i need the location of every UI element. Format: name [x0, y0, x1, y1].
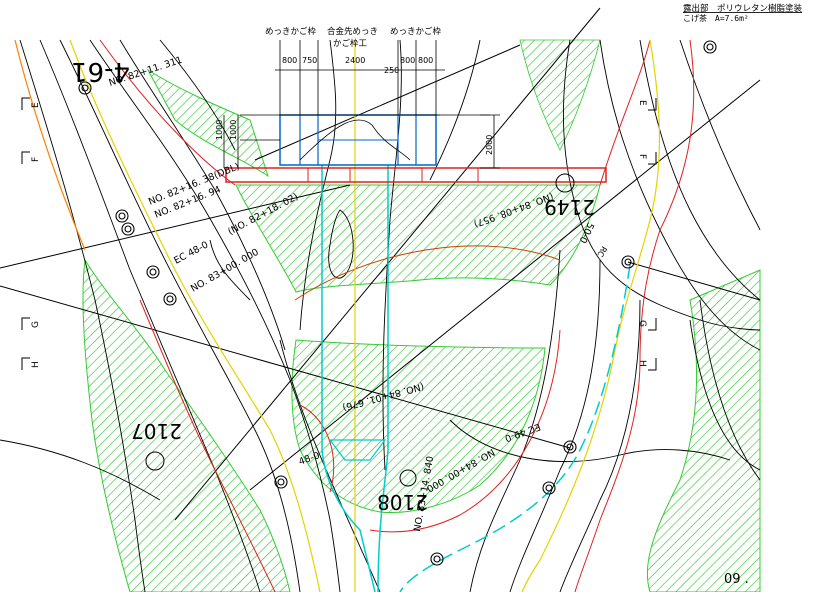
label-rc: RC: [595, 245, 608, 259]
orange-line: [14, 39, 86, 251]
alignment-lines: [0, 7, 761, 521]
section-f-right: F: [637, 154, 647, 159]
dim-800b: 800: [400, 56, 415, 65]
label-alloy: 合金先めっき: [327, 26, 378, 37]
hatch-right-lower: [646, 269, 761, 592]
section-e-right: E: [637, 100, 647, 106]
corner-label: 09 .: [724, 572, 749, 587]
section-g-right: G: [637, 320, 647, 327]
basket-structure: [225, 114, 607, 183]
dimension-lines: [223, 40, 500, 169]
dim-1000a: 1000: [215, 120, 224, 140]
red-lines: [99, 39, 695, 592]
note-line-2: こげ茶 A=7.6m²: [683, 13, 749, 23]
dim-800c: 800: [418, 56, 433, 65]
hatch-left-upper: [146, 68, 269, 178]
section-markers: [21, 97, 657, 371]
dim-800a: 800: [282, 56, 297, 65]
section-e-left: E: [31, 102, 41, 108]
plot-2108: 2108: [377, 490, 428, 514]
station-ec48: EC 48-0: [172, 239, 210, 266]
plan-number-4-61: 4-61: [71, 56, 130, 86]
dim-2000: 2000: [485, 135, 494, 155]
hatch-left-lower: [82, 258, 291, 592]
contour-lines: [0, 39, 761, 592]
culvert-lines: [321, 165, 631, 592]
section-h-left: H: [31, 361, 41, 368]
dim-750: 750: [302, 56, 317, 65]
section-h-right: H: [637, 360, 647, 367]
dim-2400: 2400: [345, 56, 365, 65]
label-kagowaku: かご枠工: [333, 38, 368, 49]
plot-2107: 2107: [131, 419, 182, 443]
section-f-left: F: [31, 157, 41, 162]
label-mekki-right: めっきかご枠: [390, 26, 442, 37]
plot-2149: 2149: [544, 195, 595, 219]
hatch-right-upper: [519, 39, 601, 151]
dim-1000b: 1000: [229, 120, 238, 140]
section-g-left: G: [31, 321, 41, 328]
note-line-1: 露出部 ポリウレタン樹脂塗装: [683, 3, 803, 14]
hatch-center-top: [235, 184, 601, 293]
dim-250: 250: [384, 66, 399, 75]
benchmark-markers: [78, 40, 717, 566]
label-mekki-left: めっきかご枠: [265, 26, 317, 37]
survey-circles: [145, 173, 575, 487]
yellow-lines: [69, 39, 661, 592]
